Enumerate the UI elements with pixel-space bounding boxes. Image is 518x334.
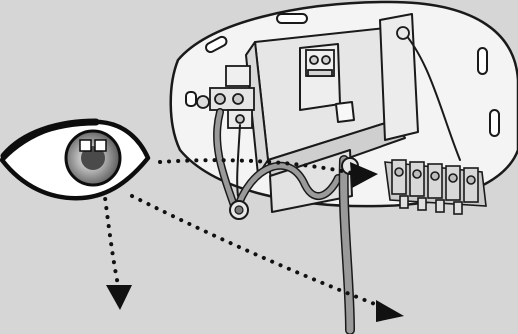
mounting-slot <box>489 109 500 137</box>
terminal-block-top <box>305 49 335 77</box>
sight-lines <box>102 158 387 310</box>
eye-icon <box>0 118 151 201</box>
arrow-right-icon <box>350 162 378 188</box>
mounting-slot <box>276 13 308 24</box>
sight-line-diagonal <box>130 194 387 310</box>
arrow-right-icon <box>376 300 404 322</box>
mounting-slot <box>477 47 488 75</box>
cable-grommet <box>229 26 410 220</box>
sight-line-down <box>102 188 120 287</box>
arrow-down-icon <box>106 285 132 310</box>
eye-pupil <box>81 146 105 170</box>
connector-strip <box>384 159 487 215</box>
mounting-slot <box>204 35 228 53</box>
mounting-slot <box>185 91 197 107</box>
terminal-block-left <box>196 65 255 129</box>
